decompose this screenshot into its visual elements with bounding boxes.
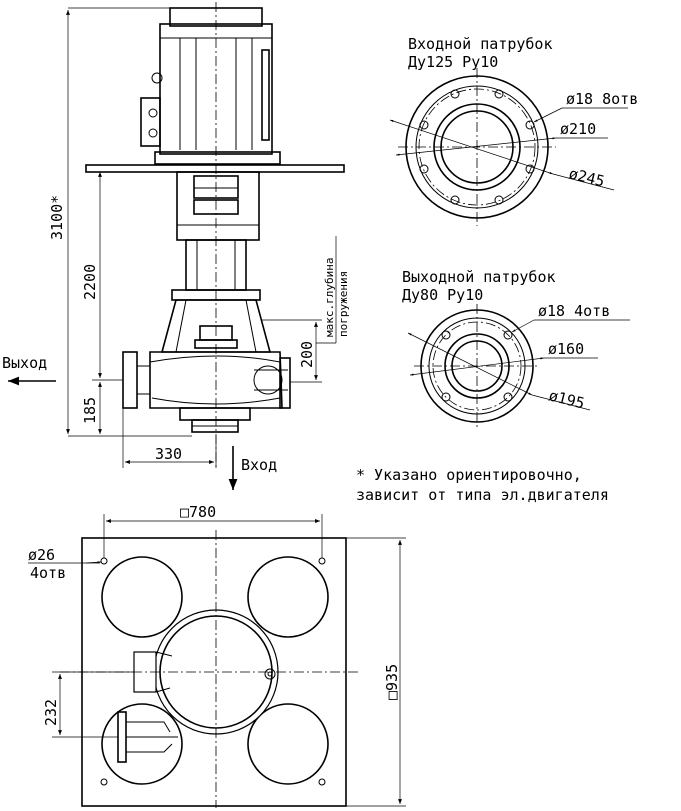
note-line1: * Указано ориентировочно, (356, 466, 582, 484)
note: * Указано ориентировочно, зависит от тип… (356, 466, 609, 504)
inlet-bolt-circle-label: ø210 (560, 120, 596, 138)
hole-dia-label: ø26 (28, 546, 55, 564)
dim-shaft-height: 2200 (81, 172, 123, 381)
column-pipe (185, 239, 247, 291)
outlet-bolt-circle-label: ø160 (548, 340, 584, 358)
inlet-holes-label: ø18 8отв (566, 90, 638, 108)
plan-view: □780 □935 ø26 4отв 232 (28, 503, 406, 808)
pump-side-view: 3100* 2200 185 200 макс.глубина погружен… (2, 2, 350, 490)
depth-label: 200 (298, 341, 316, 368)
mount-hole (100, 557, 108, 565)
outlet-indicator: Выход (2, 354, 56, 386)
base-height-label: 185 (81, 397, 99, 424)
inlet-indicator: Вход (228, 446, 277, 490)
motor (140, 7, 281, 165)
offset-330-label: 330 (155, 445, 182, 463)
outlet-label: Выход (2, 354, 47, 372)
inlet-outer-label: ø245 (567, 164, 606, 190)
note-line2: зависит от типа эл.двигателя (356, 486, 609, 504)
pump-casing (122, 289, 291, 433)
plan-width-label: □780 (180, 503, 216, 521)
dim-base-height: 185 (81, 382, 102, 434)
mount-hole (100, 778, 108, 786)
outlet-outer-label: ø195 (547, 386, 586, 412)
depth-note-line1: макс.глубина (323, 258, 336, 337)
total-height-label: 3100* (48, 195, 66, 240)
outlet-title-line2: Ду80 Ру10 (402, 286, 483, 304)
mount-hole (318, 557, 326, 565)
plan-height-label: □935 (383, 664, 401, 700)
inlet-title-line2: Ду125 Ру10 (408, 53, 498, 71)
dim-total-height: 3100* (48, 7, 192, 437)
inlet-title-line1: Входной патрубок (408, 35, 553, 53)
dim-depth: 200 макс.глубина погружения (262, 236, 350, 383)
shaft-height-label: 2200 (81, 264, 99, 300)
depth-note-line2: погружения (337, 271, 350, 337)
hole-count-label: 4отв (30, 564, 66, 582)
dim-offset: 330 (122, 408, 217, 468)
mount-hole (318, 778, 326, 786)
inlet-label: Вход (241, 456, 277, 474)
inlet-flange-view: Входной патрубок Ду125 Ру10 ø18 8отв ø21… (389, 35, 638, 226)
base-plate (85, 164, 345, 173)
coupling-housing (176, 171, 260, 241)
outlet-holes-label: ø18 4отв (538, 302, 610, 320)
outlet-title-line1: Выходной патрубок (402, 268, 556, 286)
outlet-flange-view: Выходной патрубок Ду80 Ру10 ø18 4отв ø16… (402, 268, 630, 428)
plan-offset-label: 232 (42, 699, 60, 726)
